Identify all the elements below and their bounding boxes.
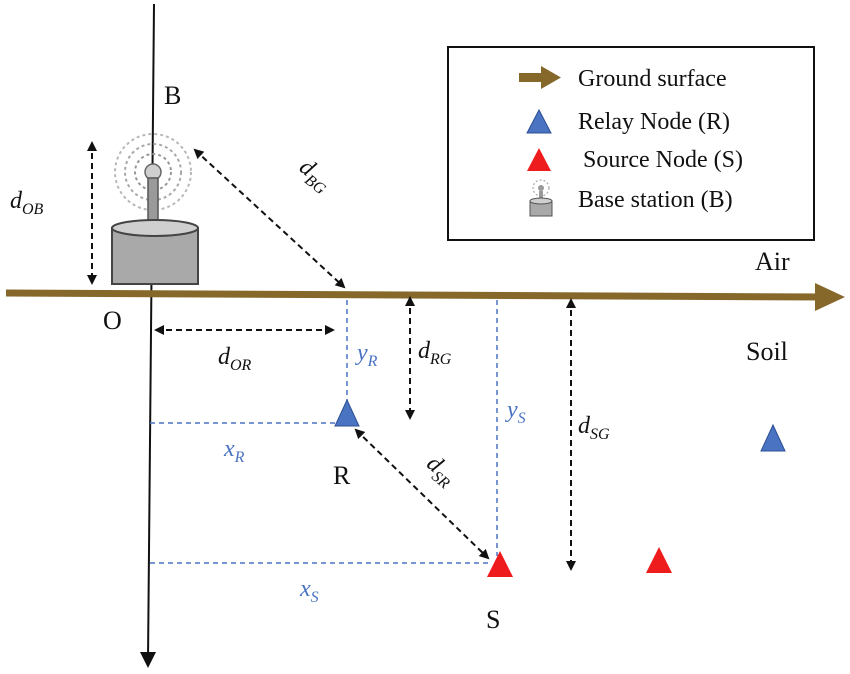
label-d-sr-group: dSR	[419, 450, 461, 492]
ground-surface-line	[5, 289, 823, 301]
label-d-bg: dBG	[292, 154, 337, 198]
label-y-s: yS	[505, 397, 526, 427]
label-soil: Soil	[746, 337, 788, 366]
legend-ground-entry: Ground surface	[519, 66, 727, 92]
legend-ground-arrowhead-icon	[541, 66, 561, 89]
legend-relay-entry: Relay Node (R)	[526, 108, 730, 135]
legend-source-label: Source Node (S)	[583, 147, 743, 173]
legend-ground-arrow-icon	[519, 73, 543, 82]
legend-box	[447, 46, 815, 241]
legend-base-label: Base station (B)	[578, 187, 733, 213]
label-y-r: yR	[355, 340, 378, 370]
vertical-axis-arrowhead	[140, 652, 156, 668]
label-s: S	[486, 605, 500, 634]
d-bg-arrow	[193, 148, 346, 289]
d-sr-arrow	[354, 428, 490, 560]
label-air: Air	[755, 247, 790, 276]
label-x-s: xS	[299, 576, 319, 606]
label-d-bg-group: dBG	[292, 154, 337, 198]
relay-node-extra	[760, 423, 786, 452]
legend-source-entry: Source Node (S)	[527, 147, 743, 173]
legend-ground-label: Ground surface	[578, 66, 727, 92]
source-node-s	[487, 551, 513, 577]
source-node-extra	[646, 547, 672, 573]
base-station-icon	[111, 133, 199, 285]
relay-node-r	[334, 398, 360, 427]
label-d-ob: dOB	[10, 188, 44, 218]
label-x-r: xR	[223, 436, 245, 466]
legend-relay-icon	[526, 108, 552, 134]
label-r: R	[333, 461, 351, 490]
legend-base-station-icon	[529, 179, 553, 217]
vertical-axis	[147, 3, 155, 661]
legend-source-icon	[527, 148, 551, 171]
ground-surface-arrowhead	[815, 283, 845, 311]
legend-base-entry: Base station (B)	[529, 179, 733, 217]
label-d-sr: dSR	[419, 450, 461, 492]
label-d-sg: dSG	[578, 413, 610, 443]
label-d-rg: dRG	[418, 338, 452, 368]
legend-relay-label: Relay Node (R)	[578, 109, 730, 135]
label-o: O	[103, 306, 122, 335]
label-d-or: dOR	[218, 344, 252, 374]
label-b: B	[164, 81, 181, 110]
